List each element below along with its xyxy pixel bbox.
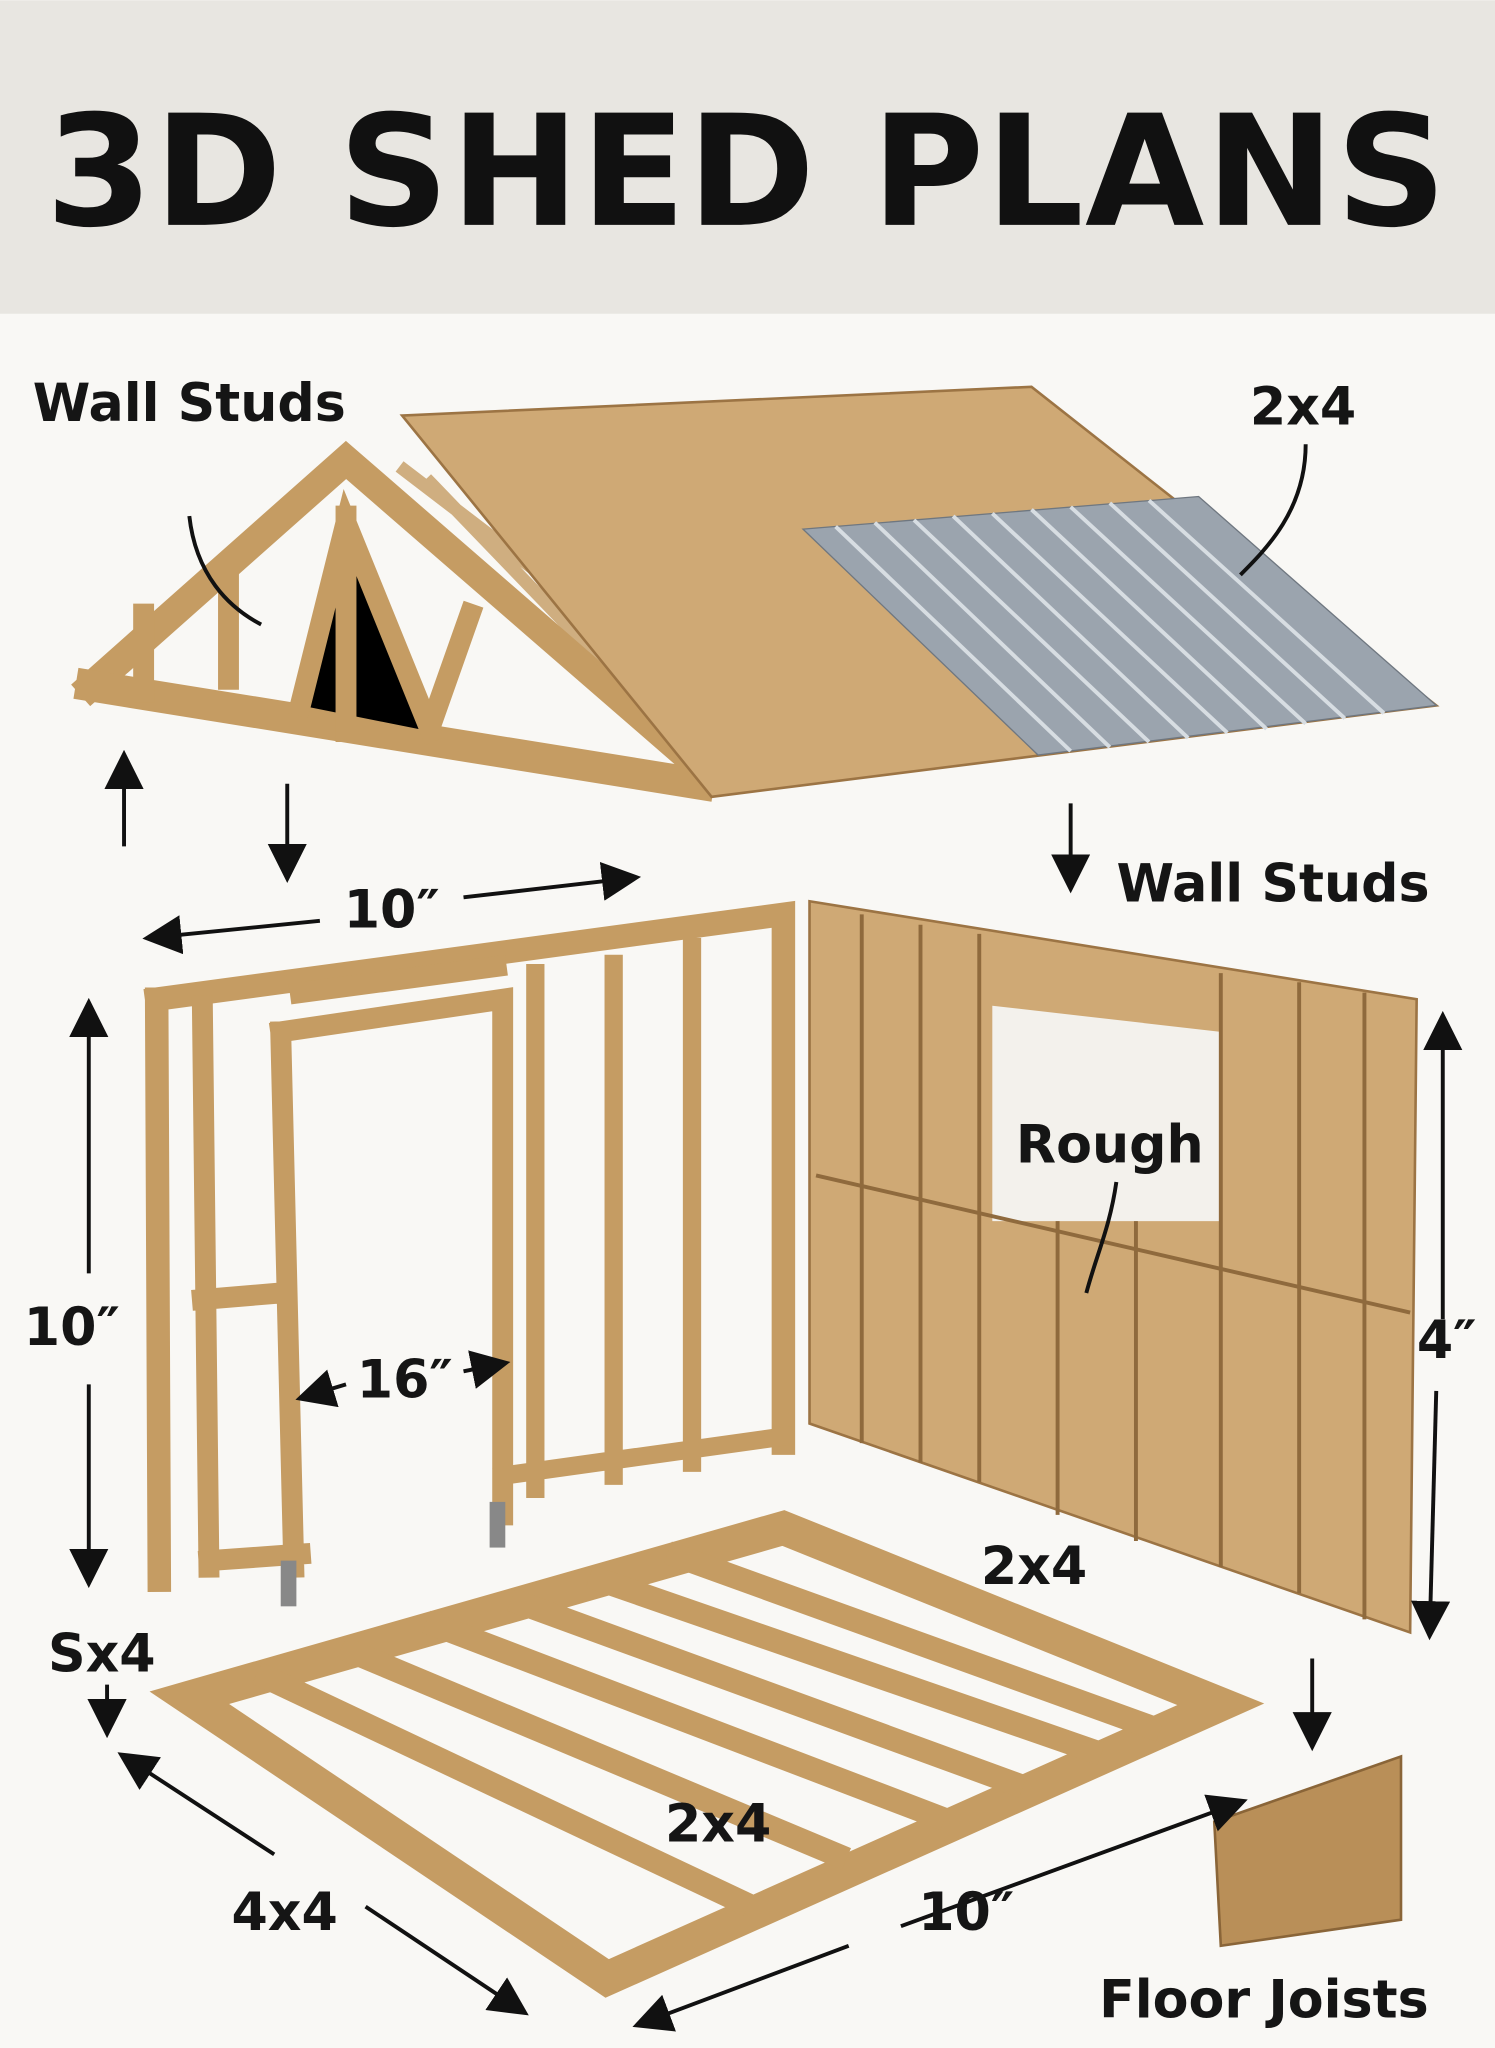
label-top-width: 10″ <box>344 880 440 940</box>
label-stud-spacing: 16″ <box>357 1350 453 1410</box>
label-floor-joists: Floor Joists <box>1099 1971 1429 2031</box>
label-roof-2x4: 2x4 <box>1250 378 1356 438</box>
label-right-height: 4″ <box>1417 1311 1477 1371</box>
floor-joist-block <box>1212 1754 1403 1948</box>
floor-frame <box>149 1510 1265 1998</box>
label-wall-studs-right: Wall Studs <box>1116 854 1429 914</box>
label-sx4: Sx4 <box>48 1625 156 1685</box>
roof-panel <box>399 385 1440 799</box>
left-wall-frame <box>143 900 796 1607</box>
metal-roofing <box>801 495 1438 756</box>
label-floor-2x4: 2x4 <box>665 1794 771 1854</box>
label-floor-width: 10″ <box>918 1883 1014 1943</box>
rough-window-opening <box>992 1005 1221 1222</box>
labels: Wall Studs 2x4 Wall Studs 10″ 10″ 16″ Ro… <box>24 374 1477 2031</box>
page-title: 3D SHED PLANS <box>46 83 1448 262</box>
right-wall-frame <box>808 899 1418 1635</box>
label-wall-studs-truss: Wall Studs <box>33 374 346 434</box>
dimension-arrows <box>69 444 1463 2032</box>
label-left-height: 10″ <box>24 1298 120 1358</box>
label-floor-4x4: 4x4 <box>231 1883 337 1943</box>
label-wall-bottom-2x4: 2x4 <box>981 1537 1087 1597</box>
header-band <box>0 0 1495 314</box>
roof-truss <box>71 440 732 802</box>
label-rough: Rough <box>1016 1115 1204 1175</box>
